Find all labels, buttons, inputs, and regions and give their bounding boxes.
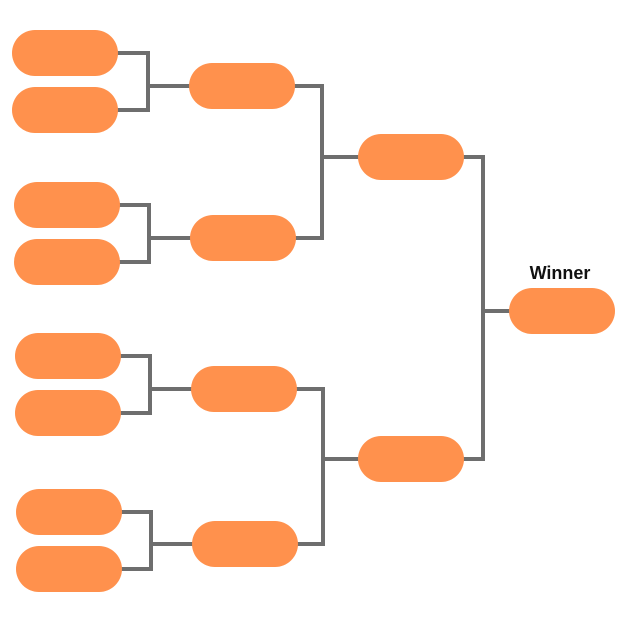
round-1-slot-6 [15,390,121,436]
bracket-connectors [116,51,511,571]
semifinal-slot-1 [358,134,464,180]
slot-pill [192,521,298,567]
slot-pill [190,215,296,261]
slot-pill [358,436,464,482]
round-1-slot-7 [16,489,122,535]
slot-pill [14,182,120,228]
slot-pill [509,288,615,334]
slot-pill [16,489,122,535]
slot-pill [15,390,121,436]
bracket-slots [12,30,615,592]
slot-pill [12,30,118,76]
round-2-slot-1 [189,63,295,109]
slot-pill [12,87,118,133]
round-2-slot-2 [190,215,296,261]
winner-label: Winner [529,263,591,283]
winner-slot [509,288,615,334]
round-1-slot-5 [15,333,121,379]
round-2-slot-4 [192,521,298,567]
slot-pill [358,134,464,180]
slot-pill [191,366,297,412]
round-1-slot-2 [12,87,118,133]
semifinal-slot-2 [358,436,464,482]
slot-pill [189,63,295,109]
round-1-slot-1 [12,30,118,76]
slot-pill [16,546,122,592]
round-1-slot-8 [16,546,122,592]
round-1-slot-3 [14,182,120,228]
slot-pill [15,333,121,379]
slot-pill [14,239,120,285]
round-1-slot-4 [14,239,120,285]
round-2-slot-3 [191,366,297,412]
